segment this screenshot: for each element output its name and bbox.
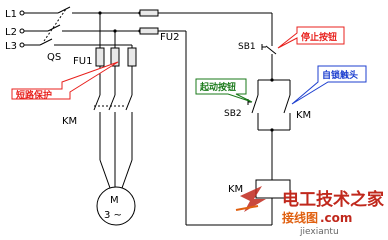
motor-m-label: M bbox=[110, 195, 119, 206]
label-km-coil: KM bbox=[228, 184, 243, 195]
button-actuators bbox=[247, 44, 266, 105]
label-sb2: SB2 bbox=[224, 109, 242, 119]
watermark-line3: jiexiantu bbox=[299, 227, 339, 237]
label-l1: L1 bbox=[5, 9, 17, 20]
control-junctions bbox=[270, 78, 274, 132]
main-circuit-wires bbox=[93, 66, 133, 189]
fuse-fu2 bbox=[139, 9, 159, 35]
callout-start-button: 起动按钮 bbox=[195, 78, 253, 103]
callout-short-circuit: 短路保护 bbox=[11, 61, 119, 101]
label-fu1: FU1 bbox=[73, 56, 92, 67]
phase-lines bbox=[22, 6, 140, 46]
watermark: 电工技术之家 接线图 .com jiexiantu bbox=[235, 186, 384, 237]
control-wires bbox=[158, 12, 291, 226]
motor-phase-label: 3 ~ bbox=[104, 210, 122, 221]
watermark-line1: 电工技术之家 bbox=[282, 189, 384, 210]
label-km-self: KM bbox=[296, 110, 311, 121]
callout-self-lock-text: 自锁触头 bbox=[322, 69, 358, 81]
watermark-line2: 接线图 bbox=[282, 210, 318, 225]
callout-short-circuit-text: 短路保护 bbox=[16, 89, 52, 101]
callout-stop-button-text: 停止按钮 bbox=[301, 31, 337, 43]
label-km-main: KM bbox=[62, 116, 77, 127]
terminals bbox=[19, 10, 25, 48]
label-qs: QS bbox=[47, 52, 61, 63]
label-l2: L2 bbox=[5, 27, 17, 38]
label-sb1: SB1 bbox=[238, 42, 256, 52]
label-fu2: FU2 bbox=[160, 32, 179, 43]
junction-dots bbox=[98, 11, 142, 33]
callout-start-button-text: 起动按钮 bbox=[199, 81, 236, 93]
label-l3: L3 bbox=[5, 41, 17, 52]
callout-stop-button: 停止按钮 bbox=[277, 26, 345, 49]
callout-self-lock: 自锁触头 bbox=[291, 65, 367, 105]
watermark-logo-icon bbox=[235, 186, 266, 212]
motor: M 3 ~ bbox=[96, 186, 136, 226]
watermark-line2-suffix: .com bbox=[320, 211, 352, 225]
